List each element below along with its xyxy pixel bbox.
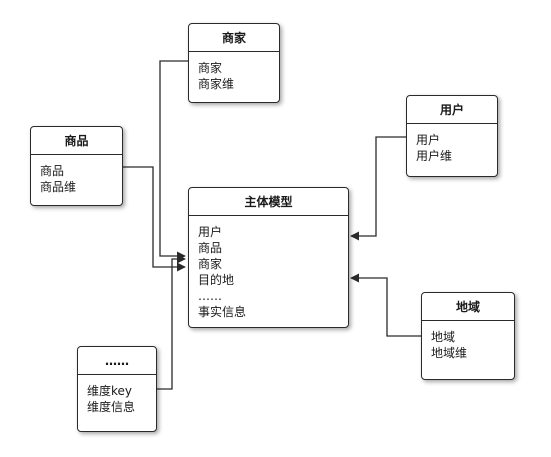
field-item: 地域 bbox=[431, 330, 456, 344]
connector-merchant-to-subject bbox=[159, 60, 188, 261]
entity-region: 地域 地域 地域维 bbox=[421, 292, 515, 380]
entity-region-title: 地域 bbox=[422, 293, 514, 321]
field-item: 维度信息 bbox=[87, 400, 136, 414]
entity-subject-model-title: 主体模型 bbox=[189, 188, 348, 216]
entity-subject-model-fields: 用户 商品 商家 目的地 …… 事实信息 bbox=[189, 216, 348, 320]
field-item: …… bbox=[198, 289, 222, 303]
entity-merchant-title: 商家 bbox=[189, 24, 279, 52]
field-item: 商品维 bbox=[40, 180, 77, 194]
field-item: 事实信息 bbox=[198, 305, 247, 319]
field-item: 商品 bbox=[198, 241, 223, 255]
connector-user-to-subject bbox=[350, 136, 406, 241]
entity-product: 商品 商品 商品维 bbox=[30, 126, 123, 206]
field-item: 商家维 bbox=[198, 77, 235, 91]
entity-user-title: 用户 bbox=[407, 96, 497, 124]
field-item: 用户 bbox=[416, 133, 441, 147]
entity-region-fields: 地域 地域维 bbox=[422, 321, 514, 361]
connector-region-to-subject bbox=[350, 273, 421, 337]
field-item: 商家 bbox=[198, 61, 223, 75]
field-item: 用户维 bbox=[416, 149, 453, 163]
field-item: 用户 bbox=[198, 225, 223, 239]
entity-product-fields: 商品 商品维 bbox=[31, 155, 122, 195]
entity-subject-model: 主体模型 用户 商品 商家 目的地 …… 事实信息 bbox=[188, 187, 349, 328]
entity-user: 用户 用户 用户维 bbox=[406, 95, 498, 177]
field-item: 维度key bbox=[87, 384, 133, 398]
entity-product-title: 商品 bbox=[31, 127, 122, 155]
entity-merchant: 商家 商家 商家维 bbox=[188, 23, 280, 103]
field-item: 目的地 bbox=[198, 273, 235, 287]
field-item: 商品 bbox=[40, 164, 65, 178]
connector-product-to-subject bbox=[123, 166, 186, 272]
entity-user-fields: 用户 用户维 bbox=[407, 124, 497, 164]
field-item: 地域维 bbox=[431, 346, 468, 360]
entity-other-dimension-fields: 维度key 维度信息 bbox=[78, 375, 156, 415]
field-item: 商家 bbox=[198, 257, 223, 271]
connector-other-to-subject bbox=[157, 254, 186, 390]
entity-other-dimension-title: …… bbox=[78, 347, 156, 375]
entity-merchant-fields: 商家 商家维 bbox=[189, 52, 279, 92]
entity-other-dimension: …… 维度key 维度信息 bbox=[77, 346, 157, 432]
